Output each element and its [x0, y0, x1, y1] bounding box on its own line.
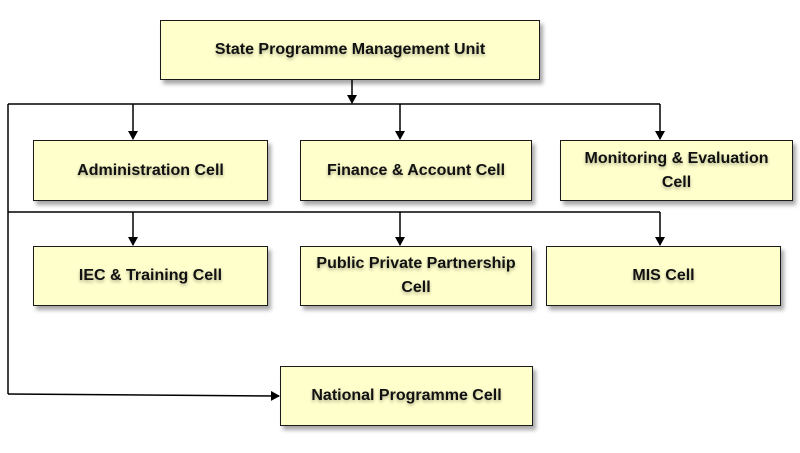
node-iec-training-cell: IEC & Training Cell [33, 246, 268, 306]
node-label: Administration Cell [77, 161, 224, 179]
connector-to-national [7, 390, 280, 401]
node-label: IEC & Training Cell [78, 267, 223, 284]
node-label: Monitoring & Evaluation Cell [584, 149, 769, 191]
node-label: MIS Cell [632, 267, 695, 284]
node-label: National Programme Cell [311, 387, 502, 404]
node-monitoring-evaluation-cell: Monitoring & Evaluation Cell [560, 140, 793, 201]
node-national-programme-cell: National Programme Cell [280, 366, 533, 426]
node-label: Public Private Partnership Cell [316, 255, 516, 296]
node-public-private-partnership-cell: Public Private Partnership Cell [300, 246, 532, 306]
node-administration-cell: Administration Cell [33, 140, 268, 201]
node-label: State Programme Management Unit [214, 41, 486, 58]
node-label: Finance & Account Cell [326, 161, 506, 179]
node-mis-cell: MIS Cell [546, 246, 781, 306]
node-finance-account-cell: Finance & Account Cell [300, 140, 532, 201]
node-state-programme-management-unit: State Programme Management Unit [160, 20, 540, 80]
